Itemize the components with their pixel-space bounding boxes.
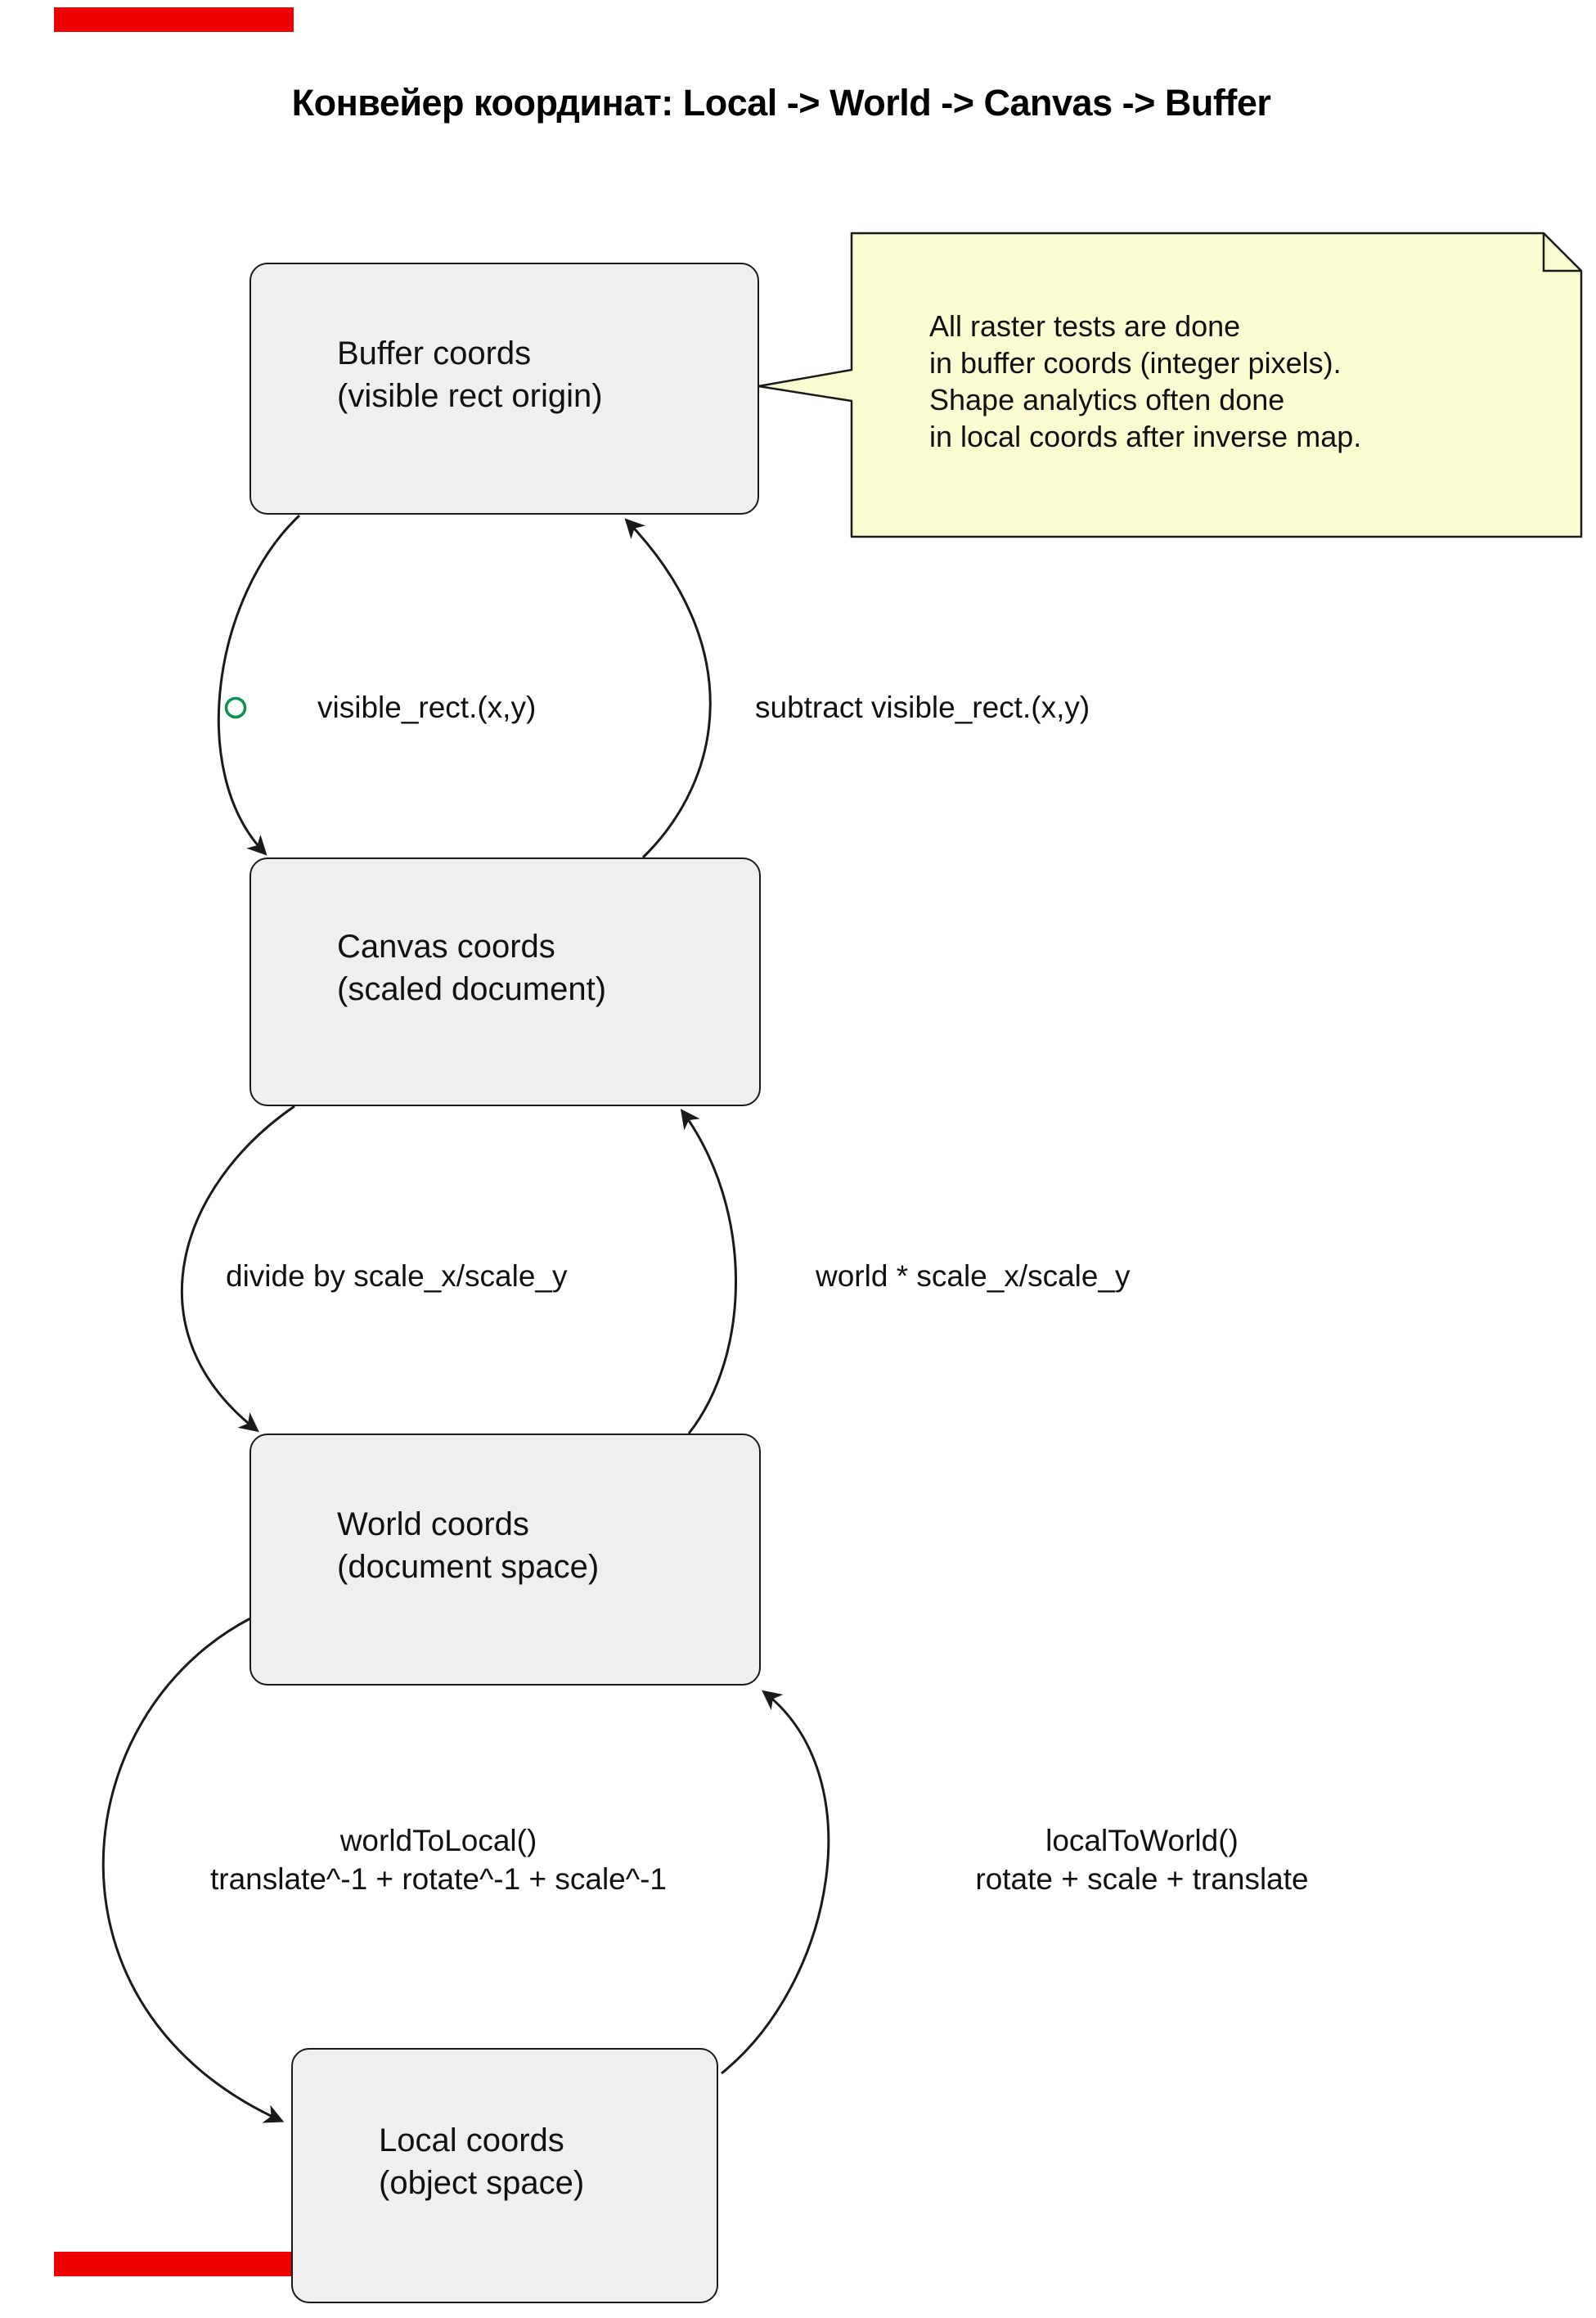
node-canvas-line2: (scaled document) <box>337 971 607 1007</box>
edge-label-local-to-world-line1: localToWorld() <box>1045 1824 1239 1857</box>
node-buffer-coords: Buffer coords (visible rect origin) <box>250 263 759 515</box>
edge-world-to-canvas <box>680 1109 737 1434</box>
node-world-line1: World coords <box>337 1506 529 1542</box>
edge-world-to-local <box>101 1617 285 2123</box>
edge-label-world-to-canvas: world * scale_x/scale_y <box>816 1259 1131 1293</box>
red-marker-top <box>54 7 294 32</box>
node-local-line1: Local coords <box>379 2122 564 2158</box>
entry-point-circle-icon <box>224 696 247 719</box>
edge-label-world-to-local: worldToLocal() translate^-1 + rotate^-1 … <box>123 1821 754 1898</box>
edge-local-to-world <box>721 1690 830 2075</box>
edge-buffer-to-canvas <box>217 514 301 856</box>
edge-canvas-to-world <box>180 1105 295 1433</box>
note-dogear-icon <box>1542 233 1581 272</box>
edge-label-world-to-local-line2: translate^-1 + rotate^-1 + scale^-1 <box>209 1862 668 1896</box>
node-world-line2: (document space) <box>337 1549 600 1585</box>
note-line: All raster tests are done <box>929 309 1241 343</box>
note-text: All raster tests are done in buffer coor… <box>929 308 1361 455</box>
node-canvas-line1: Canvas coords <box>337 929 555 965</box>
note-shape <box>757 232 1583 538</box>
diagram-title: Конвейер координат: Local -> World -> Ca… <box>291 82 1271 124</box>
note-line: in local coords after inverse map. <box>929 420 1362 453</box>
node-local-line2: (object space) <box>379 2165 585 2201</box>
edge-label-canvas-to-buffer: subtract visible_rect.(x,y) <box>755 691 1090 724</box>
node-local-coords: Local coords (object space) <box>291 2048 718 2303</box>
edge-label-world-to-local-line1: worldToLocal() <box>339 1824 537 1857</box>
node-canvas-coords: Canvas coords (scaled document) <box>250 857 761 1106</box>
node-buffer-line1: Buffer coords <box>337 335 532 371</box>
node-buffer-line2: (visible rect origin) <box>337 378 603 414</box>
edge-label-local-to-world: localToWorld() rotate + scale + translat… <box>916 1821 1368 1898</box>
note-line: Shape analytics often done <box>929 383 1285 416</box>
node-world-coords: World coords (document space) <box>250 1434 761 1686</box>
edge-label-buffer-to-canvas: visible_rect.(x,y) <box>317 691 537 724</box>
edge-label-local-to-world-line2: rotate + scale + translate <box>975 1862 1309 1896</box>
note-line: in buffer coords (integer pixels). <box>929 346 1342 380</box>
red-marker-bottom <box>54 2252 294 2276</box>
edge-canvas-to-buffer <box>624 518 712 859</box>
edge-label-canvas-to-world: divide by scale_x/scale_y <box>226 1259 568 1293</box>
